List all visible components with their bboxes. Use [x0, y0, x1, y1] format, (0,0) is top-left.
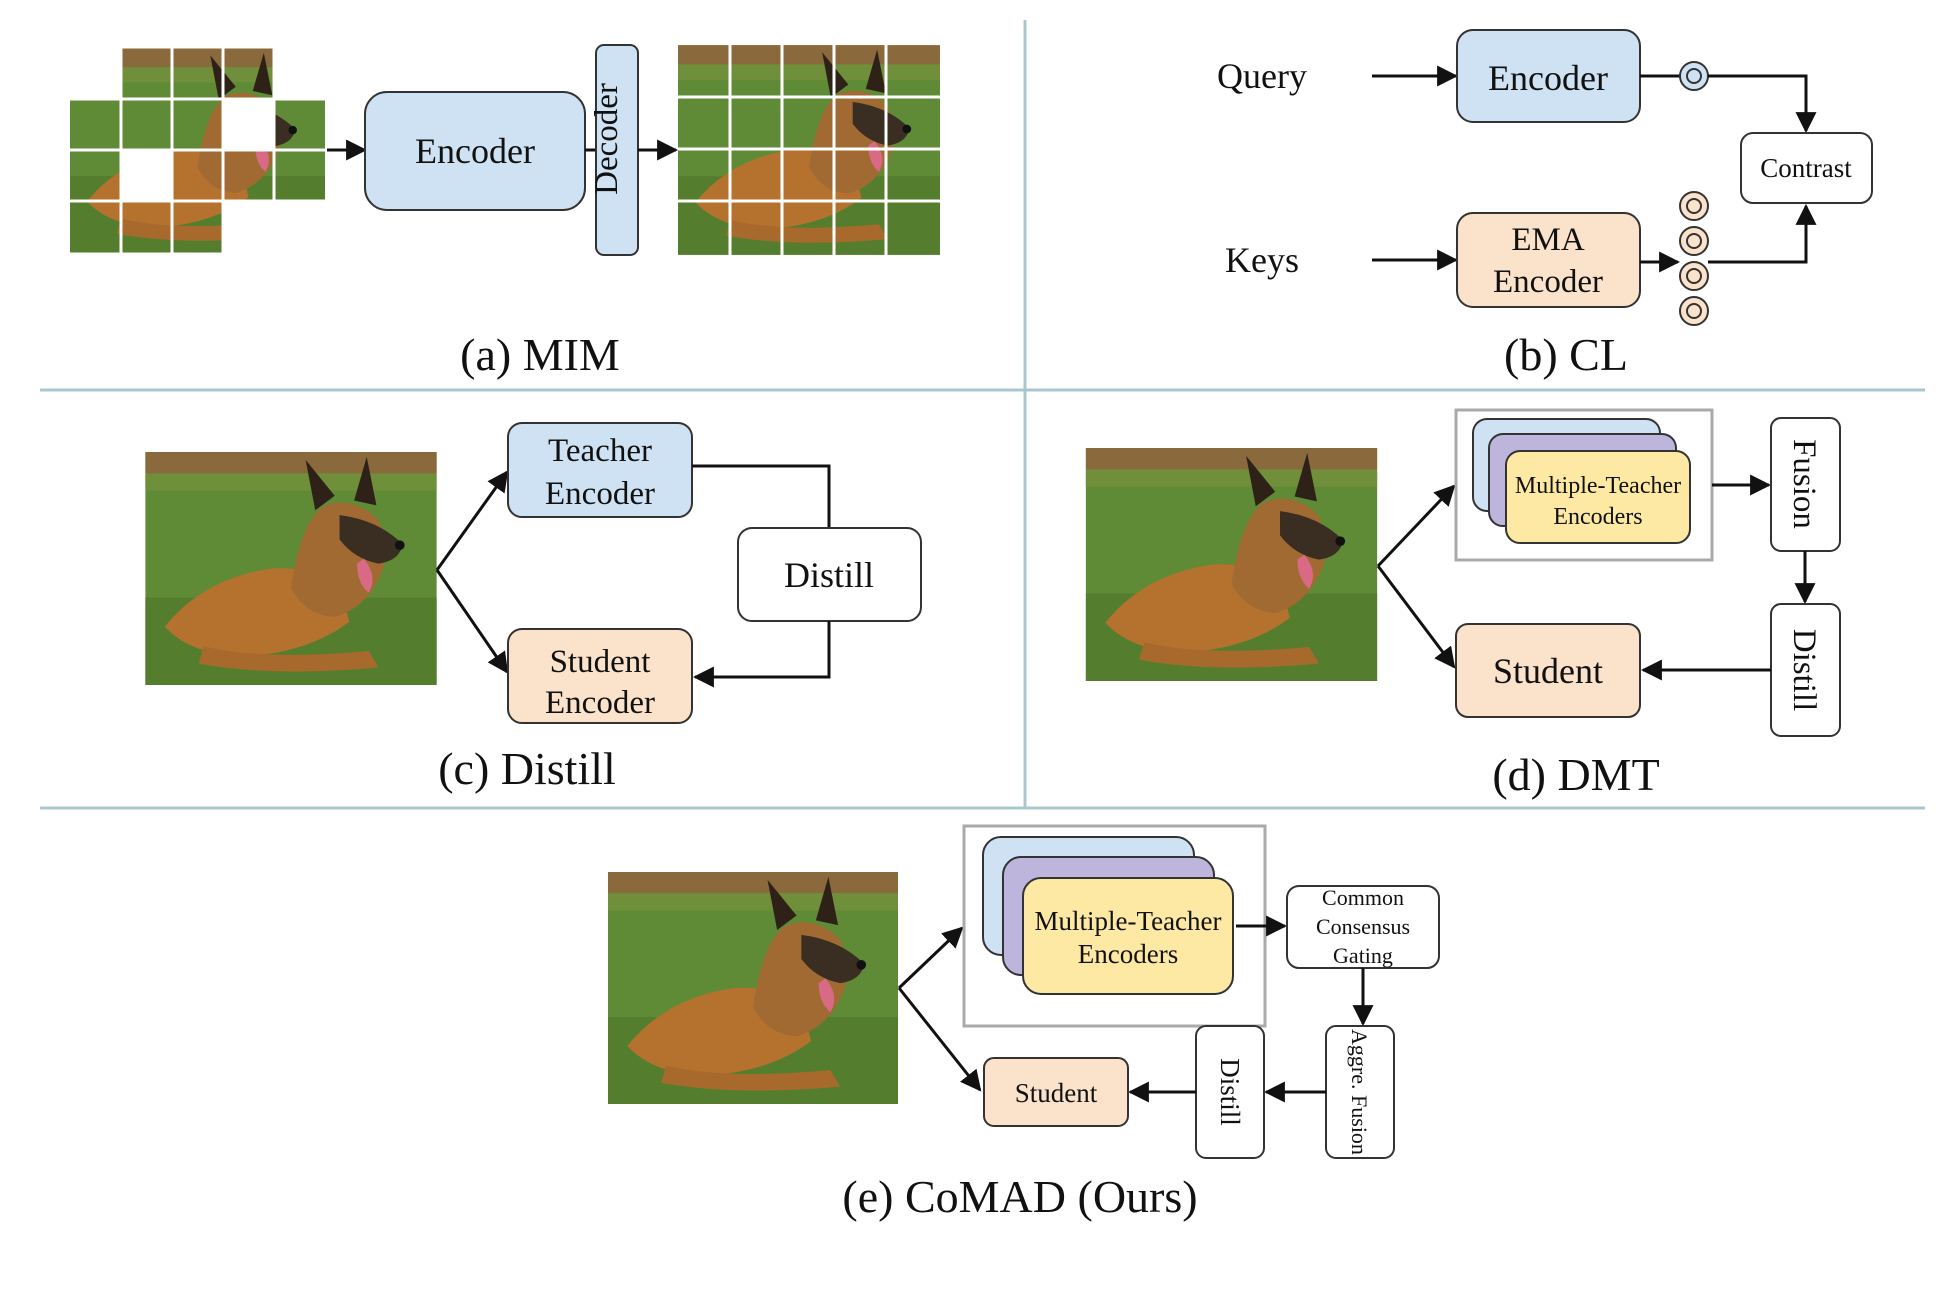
caption-a: (a) MIM: [460, 329, 620, 380]
mt-label-line1-d: Multiple-Teacher: [1515, 473, 1681, 499]
teacher-label-line2: Encoder: [545, 476, 655, 512]
panel-d-dmt: Multiple-Teacher Encoders Fusion Distill…: [1085, 408, 1841, 800]
student-label-e: Student: [1015, 1078, 1098, 1108]
aggre-fusion-label: Aggre. Fusion: [1347, 1029, 1372, 1155]
student-label-line2: Encoder: [545, 685, 655, 721]
arrow-keys-to-contrast: [1708, 203, 1817, 264]
arrow-distill-to-student-c: [692, 621, 831, 688]
distill-label-d: Distill: [1786, 629, 1822, 712]
student-label-line1: Student: [550, 644, 651, 680]
panel-dividers: [40, 20, 1925, 810]
gating-label-line2: Consensus: [1316, 914, 1410, 939]
query-embedding-icon: [1679, 61, 1709, 91]
teacher-card-front-e: [1022, 877, 1234, 995]
arrow-image-to-student-c: [435, 569, 509, 674]
mt-label-line2-d: Encoders: [1553, 504, 1642, 530]
mt-label-line2-e: Encoders: [1078, 939, 1178, 969]
teacher-card-front-d: [1505, 450, 1691, 544]
ema-label-line2: Encoder: [1493, 264, 1603, 300]
arrow-image-to-teachers-d: [1376, 484, 1456, 568]
arrow-image-to-teacher: [435, 470, 509, 571]
gating-label-line1: Common: [1322, 885, 1404, 910]
panel-a-mim: Encoder Decoder (a) MIM: [70, 44, 940, 380]
caption-c: (c) Distill: [438, 743, 616, 794]
panel-c-distill: Teacher Encoder Student Encoder Distill …: [145, 422, 922, 794]
fusion-label: Fusion: [1786, 439, 1822, 529]
dog-image-c: [145, 452, 437, 685]
distill-label-c: Distill: [784, 555, 874, 595]
panel-e-comad: Multiple-Teacher Encoders Common Consens…: [608, 824, 1440, 1222]
encoder-label-b: Encoder: [1488, 58, 1608, 98]
panel-b-cl: Query Keys Encoder EMA Encoder Contrast …: [1217, 29, 1873, 380]
encoder-label-a: Encoder: [415, 131, 535, 171]
caption-d: (d) DMT: [1492, 749, 1659, 800]
contrast-label: Contrast: [1760, 153, 1852, 183]
keys-label: Keys: [1225, 240, 1299, 280]
key-embeddings-icons: [1679, 191, 1709, 326]
student-encoder-box-c: [507, 628, 693, 724]
teacher-encoder-box: [507, 422, 693, 518]
caption-e: (e) CoMAD (Ours): [842, 1171, 1197, 1222]
arrow-image-to-student-d: [1376, 565, 1456, 669]
ema-label-line1: EMA: [1511, 222, 1585, 258]
reconstructed-image: [678, 45, 940, 255]
line-teacher-to-distill: [692, 464, 831, 528]
mt-label-line1-e: Multiple-Teacher: [1034, 906, 1221, 936]
student-box-e: [983, 1057, 1129, 1127]
dog-image-d: [1085, 448, 1378, 681]
decoder-label: Decoder: [589, 83, 625, 195]
caption-b: (b) CL: [1504, 329, 1628, 380]
query-label: Query: [1217, 56, 1307, 96]
contrast-box: [1740, 132, 1873, 204]
student-box-d: [1455, 623, 1641, 718]
gating-label-line3: Gating: [1333, 943, 1393, 968]
student-label-d: Student: [1493, 651, 1603, 691]
dog-image-e: [608, 872, 898, 1104]
distill-label-e: Distill: [1215, 1058, 1245, 1126]
teacher-label-line1: Teacher: [548, 433, 652, 469]
arrow-image-to-student-e: [897, 987, 982, 1092]
arrow-image-to-teachers-e: [897, 926, 964, 990]
masked-input-image: [70, 48, 325, 253]
ema-encoder-box: [1456, 212, 1641, 308]
arrow-query-to-contrast: [1708, 74, 1817, 134]
